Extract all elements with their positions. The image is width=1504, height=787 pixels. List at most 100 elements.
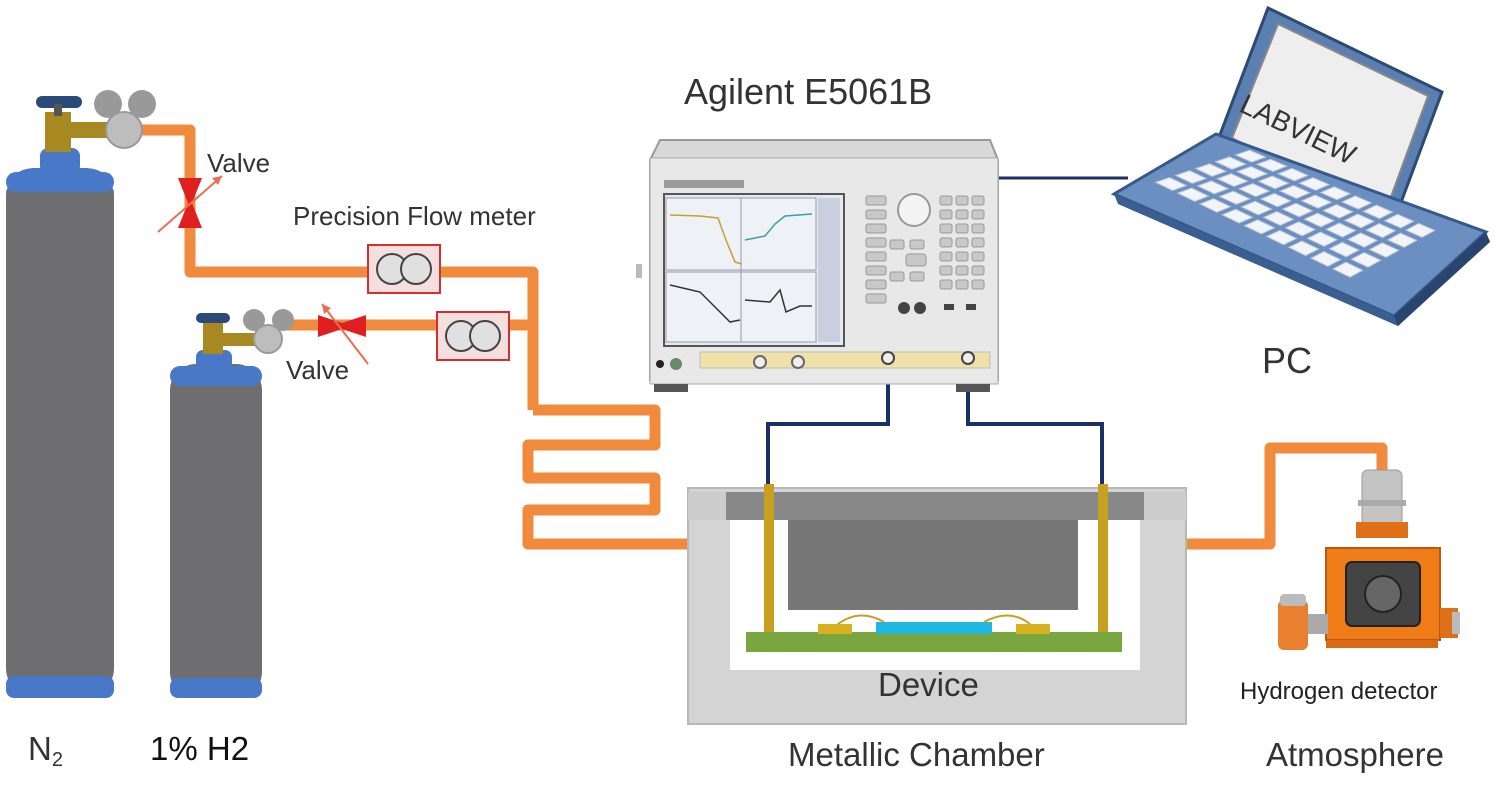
detector-sensor-head	[1361, 469, 1403, 527]
laptop-key	[1321, 204, 1354, 219]
analyzer-port-1	[881, 351, 895, 365]
laptop-key	[1328, 241, 1360, 258]
laptop-key	[1265, 229, 1298, 246]
h2-label: 1% H2	[150, 730, 250, 767]
hydrogen-detector	[1278, 469, 1460, 650]
analyzer-keypad	[865, 195, 985, 304]
laptop-key	[1324, 222, 1357, 238]
chamber-inner-block	[788, 520, 1078, 610]
pc-label: PC	[1262, 340, 1313, 381]
laptop-key	[1262, 211, 1295, 226]
n2-cylinder	[6, 90, 156, 698]
precision-flow-meter-2	[436, 311, 510, 361]
n2-regulator-gauge-right	[128, 90, 156, 118]
flow-meter-label: Precision Flow meter	[293, 201, 536, 231]
h2-regulator-gauge-left	[243, 309, 265, 331]
h2-cylinder	[170, 309, 294, 698]
laptop-pc	[1110, 5, 1490, 326]
mixing-coil-pipe	[522, 404, 720, 550]
analyzer-port-a	[753, 355, 767, 369]
n2-label: N2	[28, 730, 63, 771]
laptop-key	[1340, 195, 1373, 210]
analyzer-label: Agilent E5061B	[684, 71, 933, 112]
analyzer-port-2	[961, 351, 975, 365]
valve-label-bottom: Valve	[286, 355, 350, 385]
left-contact-pad	[818, 624, 852, 634]
laptop-key	[1276, 167, 1310, 182]
laptop-key	[1365, 223, 1397, 239]
laptop-key	[1346, 232, 1379, 248]
right-contact-pad	[1016, 624, 1050, 634]
precision-flow-meter-1	[367, 244, 441, 294]
left-probe-post	[764, 484, 774, 640]
laptop-key	[1194, 163, 1228, 177]
laptop-key	[1362, 204, 1394, 220]
laptop-key	[1368, 242, 1400, 258]
h2-needle-valve	[318, 303, 369, 365]
laptop-keyboard	[1154, 149, 1436, 278]
laptop-key	[1281, 202, 1314, 218]
laptop-key	[1404, 222, 1436, 238]
laptop-key	[1176, 187, 1210, 202]
laptop-key	[1234, 149, 1267, 163]
laptop-key	[1386, 232, 1418, 248]
chamber-lid	[726, 492, 1144, 520]
laptop-key	[1216, 173, 1249, 187]
laptop-key	[1287, 240, 1320, 257]
laptop-key	[1198, 198, 1232, 213]
device-label: Device	[878, 666, 979, 703]
n2-regulator-gauge-left	[94, 90, 122, 118]
laptop-key	[1303, 212, 1336, 228]
port1-cable	[766, 348, 890, 488]
laptop-key	[1214, 156, 1248, 170]
laptop-key	[1218, 190, 1252, 205]
laptop-key	[1237, 183, 1271, 198]
h2-regulator-body	[253, 324, 283, 354]
trace-s11	[669, 214, 743, 265]
analyzer-port-b	[791, 355, 805, 369]
laptop-key	[1235, 165, 1269, 180]
laptop-key	[1284, 221, 1317, 237]
n2-needle-valve	[157, 175, 223, 233]
flowmeter1-to-merge-pipe	[440, 266, 539, 410]
n2-regulator-body	[105, 111, 143, 149]
laptop-key	[1259, 192, 1293, 208]
sensor-chip	[876, 622, 992, 634]
laptop-key	[1154, 176, 1188, 192]
laptop-key	[1174, 170, 1208, 184]
laptop-key	[1306, 231, 1339, 247]
outlet-pipe	[1142, 442, 1388, 550]
detector-aux-probe	[1278, 600, 1308, 650]
h2-regulator-gauge-right	[272, 309, 294, 331]
laptop-key	[1383, 213, 1415, 229]
laptop-key	[1278, 184, 1312, 200]
h2-cylinder-valve-body	[203, 322, 223, 354]
atmosphere-label: Atmosphere	[1266, 736, 1444, 773]
laptop-key	[1196, 180, 1230, 195]
laptop-key	[1350, 251, 1382, 268]
analyzer-knob	[897, 193, 931, 227]
trace-phase-1	[669, 284, 741, 323]
laptop-key	[1257, 175, 1290, 190]
network-analyzer	[636, 139, 999, 392]
trace-s21	[744, 213, 813, 241]
laptop-key	[1300, 194, 1333, 209]
detector-label: Hydrogen detector	[1240, 678, 1438, 705]
laptop-key	[1309, 251, 1342, 267]
metallic-chamber	[687, 484, 1187, 725]
trace-phase-2	[744, 288, 812, 314]
laptop-key	[1243, 219, 1276, 235]
laptop-key	[1240, 200, 1273, 216]
laptop-key	[1221, 208, 1254, 224]
laptop-key	[1255, 158, 1289, 173]
laptop-key	[1298, 177, 1331, 191]
laptop-key	[1332, 261, 1364, 278]
valve-label-top: Valve	[207, 148, 271, 178]
right-probe-post	[1098, 484, 1108, 640]
pcb-substrate	[746, 632, 1122, 652]
laptop-key	[1319, 186, 1352, 201]
chamber-label: Metallic Chamber	[788, 736, 1045, 773]
laptop-key	[1343, 213, 1376, 229]
